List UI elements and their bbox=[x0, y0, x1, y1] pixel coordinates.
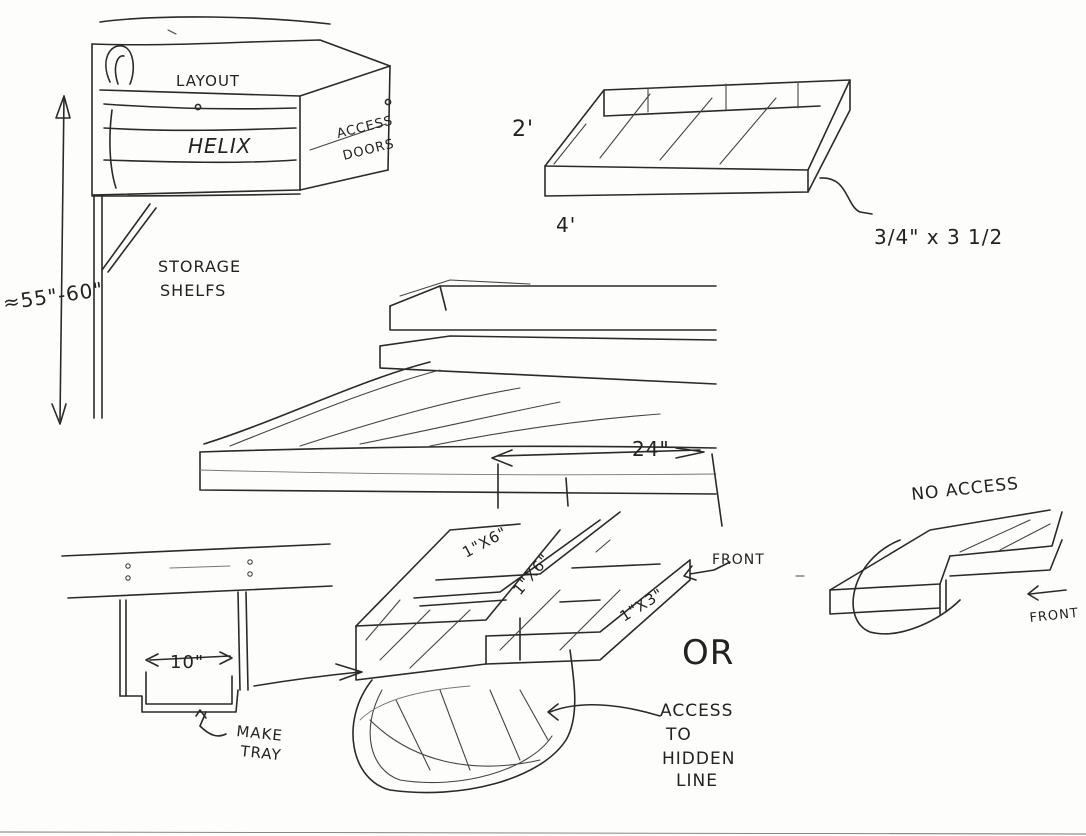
height-label: ≈55"-60" bbox=[1, 277, 105, 315]
storage-label-2: SHELFS bbox=[160, 281, 226, 300]
make-tray-label-1: MAKE bbox=[236, 722, 284, 745]
make-tray-label-2: TRAY bbox=[239, 742, 283, 764]
tray-drawing bbox=[544, 79, 873, 215]
no-access-label: NO ACCESS bbox=[910, 474, 1019, 505]
or-label: OR bbox=[682, 633, 734, 673]
access-hidden-label-1: ACCESS bbox=[660, 701, 733, 721]
stud-3-label: 1"X3" bbox=[617, 585, 667, 626]
front-label-right: FRONT bbox=[1029, 606, 1080, 626]
hidden-line-access-drawing bbox=[352, 511, 731, 794]
no-access-drawing bbox=[795, 509, 1067, 635]
make-tray-drawing bbox=[61, 543, 363, 737]
tray-gap-label: 10" bbox=[170, 652, 204, 673]
helix-label: HELIX bbox=[188, 134, 252, 158]
access-hidden-label-2: TO bbox=[665, 725, 692, 745]
deck-layers-drawing bbox=[199, 279, 723, 527]
storage-label-1: STORAGE bbox=[158, 257, 241, 276]
deck-depth-label: 24" bbox=[632, 437, 670, 461]
stud-2-label: 1"X6" bbox=[509, 550, 554, 598]
tray-depth-label: 2' bbox=[512, 117, 534, 142]
access-hidden-label-4: LINE bbox=[676, 771, 718, 791]
tray-width-label: 4' bbox=[556, 213, 576, 237]
layout-label: LAYOUT bbox=[176, 72, 240, 90]
access-hidden-label-3: HIDDEN bbox=[662, 749, 735, 769]
front-label-left: FRONT bbox=[712, 552, 765, 568]
helix-cabinet-drawing bbox=[51, 16, 392, 425]
lumber-size-label: 3/4" x 3 1/2 bbox=[874, 225, 1003, 249]
